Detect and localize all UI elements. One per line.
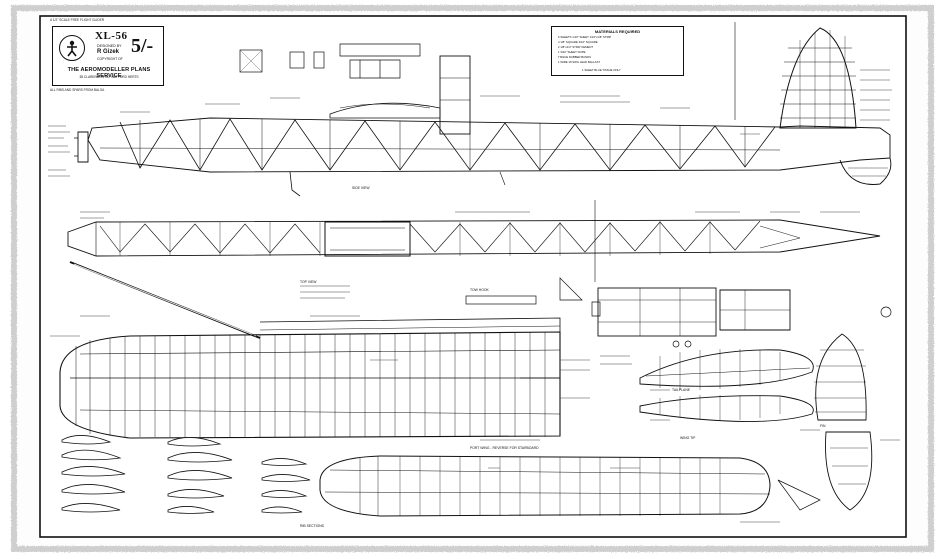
plan-border [39, 15, 907, 538]
label-tow-hook: TOW HOOK [470, 288, 489, 292]
materials-box: MATERIALS REQUIRED 6 SHEETS 1/16" SHEET … [551, 26, 684, 76]
title-block: XL-56 DESIGNED BY R Gizek COPYRIGHT OF 5… [52, 26, 164, 86]
label-side-view: SIDE VIEW [352, 186, 370, 190]
glider-pilot-icon [67, 40, 77, 57]
materials-row: 6 SHEETS 1/16" SHEET 1/16"x1/8" STRIP [558, 35, 612, 39]
materials-footer: 1 SHEET BLUE TISSUE ONLY [582, 68, 621, 72]
designer-caption: DESIGNED BY [97, 44, 122, 48]
model-name: XL-56 [95, 30, 128, 42]
designer-name: R Gizek [97, 49, 120, 55]
materials-row: 1 3/32" SHEET DOPE [558, 50, 586, 54]
foot-note: ALL RIBS AND SPARS FROM BALSA [50, 88, 105, 92]
service-address: 38 CLARENDON RD. WATFORD HERTS [79, 75, 139, 79]
header-note: A 1/2" SCALE FREE FLIGHT GLIDER [50, 18, 105, 22]
materials-row: 2 1/8"x1/4" STRIP CEMENT [558, 45, 594, 49]
label-wing-tip: WING TIP [680, 436, 696, 440]
materials-title: MATERIALS REQUIRED [594, 29, 641, 34]
label-top-view: TOP VIEW [300, 280, 317, 284]
tailplane-views [639, 333, 873, 511]
label-wing-plan: PORT WING - REVERSE FOR STARBOARD [470, 446, 539, 450]
detail-sketches-top [239, 43, 421, 79]
wing-starboard-view [319, 455, 771, 517]
rib-sections [61, 435, 311, 514]
logo-badge [59, 35, 85, 61]
detail-sketches-centre [465, 277, 892, 348]
label-fin: FIN [820, 424, 826, 428]
materials-row: 1 WIRE 18 SWG LEAD BALLAST [558, 60, 601, 64]
fuselage-top-view [67, 200, 881, 282]
materials-row: TISSUE RUBBER BANDS [558, 55, 591, 59]
fuselage-side-view [74, 22, 892, 197]
wing-plan-view [59, 261, 561, 439]
materials-row: 4 1/8" SQUARE 3/16" SQUARE [558, 40, 598, 44]
price-badge: 5/- [131, 35, 154, 57]
annotation-marks [48, 69, 900, 523]
copyright-caption: COPYRIGHT OF [97, 57, 123, 61]
label-rib-sections: RIB SECTIONS [300, 524, 324, 528]
label-tailplane: TAILPLANE [672, 388, 691, 392]
service-name: THE AEROMODELLER PLANS SERVICE [67, 67, 151, 79]
